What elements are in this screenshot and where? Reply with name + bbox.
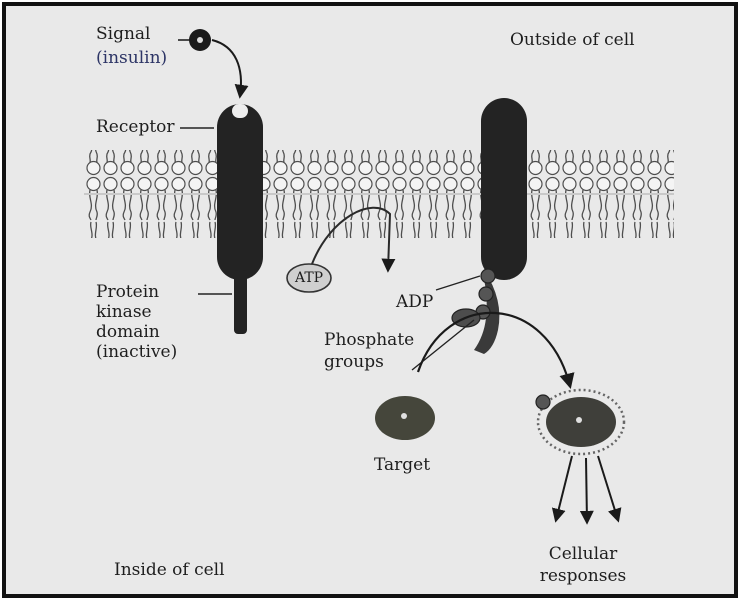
phosphate-groups-label-line1: Phosphate: [324, 330, 414, 350]
receptor-label: Receptor: [96, 117, 175, 137]
cellular-responses-label-line2: responses: [538, 566, 628, 586]
phosphate-group: [479, 287, 493, 301]
outside-of-cell-label: Outside of cell: [510, 30, 635, 50]
protein-kinase-label-line1: Protein: [96, 282, 159, 302]
target-label: Target: [374, 455, 430, 475]
cellular-responses-label-line1: Cellular: [538, 544, 628, 564]
phosphate-groups-label-line2: groups: [324, 352, 384, 372]
target-protein: [375, 396, 435, 440]
protein-kinase-label-line3: domain: [96, 322, 160, 342]
signal-label: Signal: [96, 24, 151, 44]
adp-label: ADP: [396, 292, 433, 312]
insulin-label: (insulin): [96, 48, 167, 68]
protein-kinase-label-line4: (inactive): [96, 342, 177, 362]
protein-kinase-label-line2: kinase: [96, 302, 152, 322]
phosphate-group: [481, 269, 495, 283]
atp-label: ATP: [295, 268, 323, 288]
inside-of-cell-label: Inside of cell: [114, 560, 225, 580]
phosphate-group: [536, 395, 550, 409]
cell-membrane: [84, 150, 674, 238]
